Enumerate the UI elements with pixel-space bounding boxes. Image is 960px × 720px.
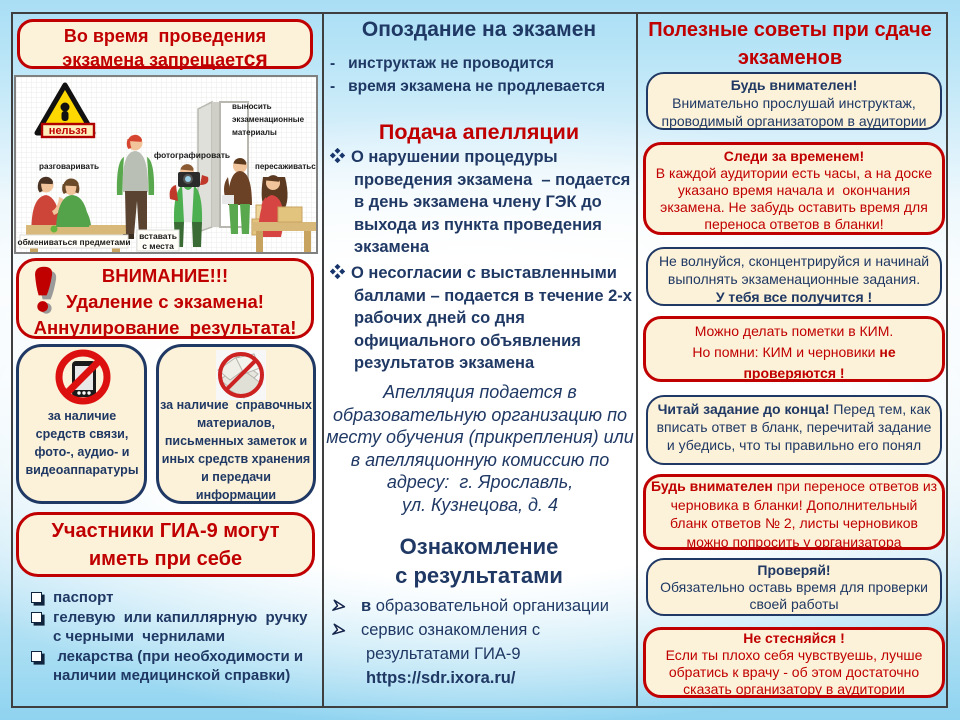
svg-text:вставать: вставать <box>139 231 177 241</box>
svg-text:нельзя: нельзя <box>49 125 87 137</box>
svg-text:экзаменационные: экзаменационные <box>232 115 305 124</box>
svg-text:пересаживаться: пересаживаться <box>255 162 316 171</box>
svg-text:разговаривать: разговаривать <box>39 162 99 171</box>
svg-text:материалы: материалы <box>232 128 277 137</box>
svg-text:обмениваться предметами: обмениваться предметами <box>17 237 130 247</box>
svg-text:выносить: выносить <box>232 102 272 111</box>
svg-text:фотографировать: фотографировать <box>154 150 230 160</box>
svg-text:с места: с места <box>142 241 174 251</box>
